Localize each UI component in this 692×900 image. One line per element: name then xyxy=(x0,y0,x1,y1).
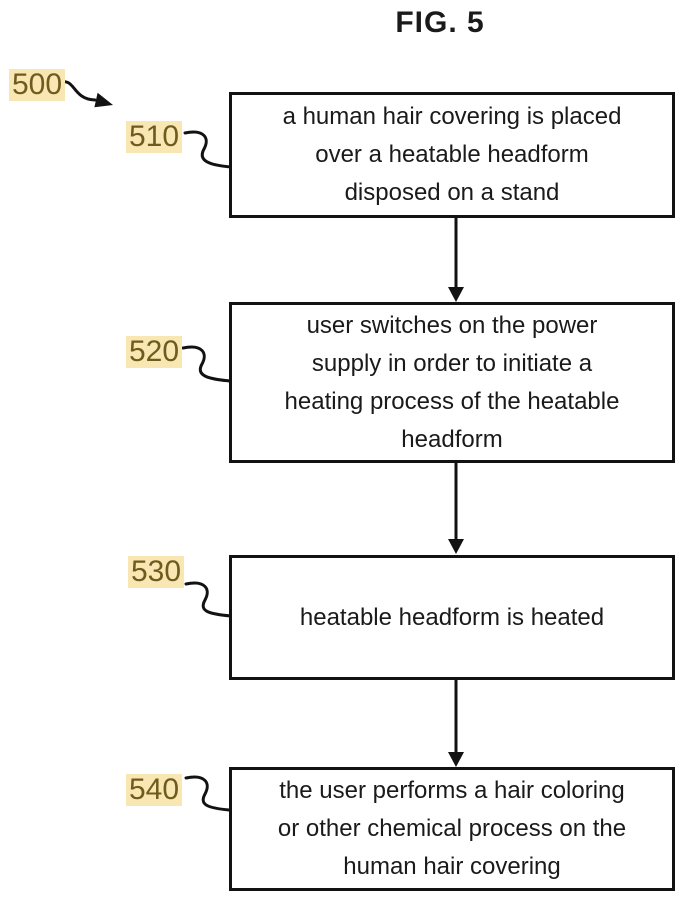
leader-curve-510 xyxy=(183,130,233,169)
reference-label-500: 500 xyxy=(9,69,66,101)
step-text-520: user switches on the power supply in ord… xyxy=(284,311,620,453)
step-label-530: 530 xyxy=(128,556,185,588)
flow-arrow-2 xyxy=(448,463,464,554)
flow-arrow-3 xyxy=(448,680,464,767)
step-text-510: a human hair covering is placed over a h… xyxy=(282,103,622,206)
leader-curve-540 xyxy=(184,775,231,812)
step-label-520: 520 xyxy=(126,336,183,368)
step-label-510: 510 xyxy=(126,121,183,153)
step-box-510: a human hair covering is placed over a h… xyxy=(229,92,675,218)
step-box-540: the user performs a hair coloring or oth… xyxy=(229,767,675,891)
step-text-540: the user performs a hair coloring or oth… xyxy=(277,777,627,880)
figure-title: FIG. 5 xyxy=(395,6,485,39)
step-text-530: heatable headform is heated xyxy=(299,603,605,631)
step-box-530: heatable headform is heated xyxy=(229,555,675,680)
leader-curve-520 xyxy=(181,345,232,383)
ref-500-arrow-icon xyxy=(56,80,113,108)
flow-arrow-1 xyxy=(448,218,464,302)
step-label-540: 540 xyxy=(126,774,183,806)
step-box-520: user switches on the power supply in ord… xyxy=(229,302,675,463)
leader-curve-530 xyxy=(184,581,233,618)
